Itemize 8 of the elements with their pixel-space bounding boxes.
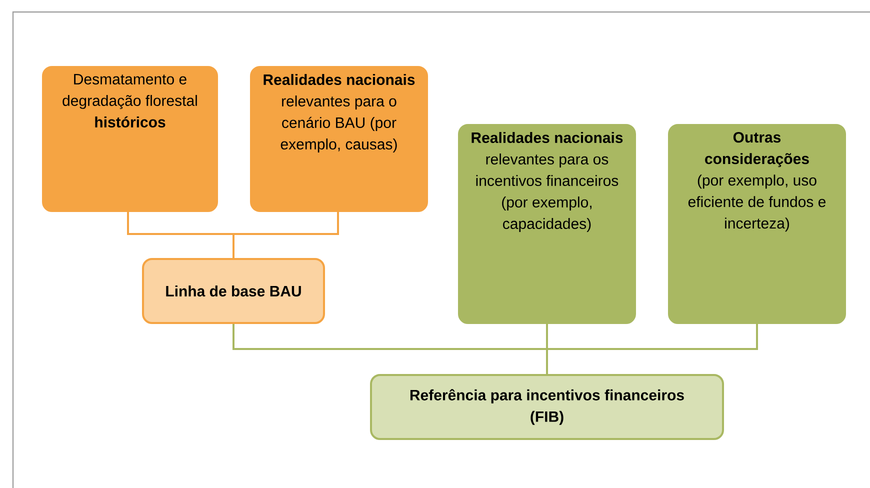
process-box: Outras considerações (por exemplo, uso eficiente de fundos e incerteza) (668, 124, 846, 324)
connector (546, 324, 758, 374)
result-box: Referência para incentivos financeiros (FIB) (370, 374, 724, 440)
connector (232, 212, 339, 258)
process-box: Desmatamento e degradação florestal históricos (42, 66, 218, 212)
process-box: Realidades nacionais relevantes para o cenário BAU (por exemplo, causas) (250, 66, 428, 212)
process-box: Realidades nacionais relevantes para os incentivos financeiros (por exemplo, capacidades) (458, 124, 636, 324)
result-box: Linha de base BAU (142, 258, 325, 324)
